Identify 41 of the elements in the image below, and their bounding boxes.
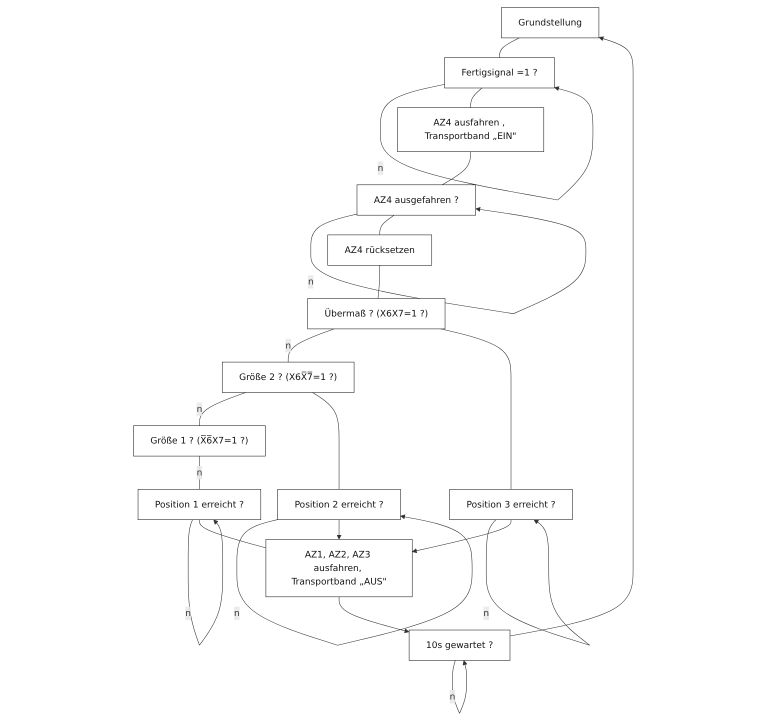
node-box: Position 3 erreicht ?: [450, 488, 573, 520]
node-box: AZ4 rücksetzen: [328, 234, 432, 266]
connector: [312, 392, 340, 490]
connector: [499, 37, 520, 58]
edge-label: n: [484, 607, 490, 618]
arrow: [380, 84, 594, 200]
connector: [470, 87, 482, 108]
node-box: Übermaß ? (X6X7=1 ?): [308, 298, 446, 329]
arrow: [236, 514, 473, 646]
node-box: Größe 2 ? (X6X̅7̅=1 ?): [222, 361, 355, 392]
edge-label: n: [378, 162, 384, 173]
edge-label: n: [308, 276, 314, 286]
connector: [199, 392, 246, 426]
connector: [442, 150, 472, 185]
connector: [380, 214, 395, 235]
node-box: AZ1, AZ2, AZ3 ausfahren, Transportband „AUS": [266, 538, 413, 597]
edge-label: n: [286, 339, 292, 350]
connector: [378, 264, 380, 298]
arrow: [486, 518, 590, 645]
edge-label: n: [196, 466, 202, 478]
edge-label: n: [196, 402, 202, 414]
connector: [199, 455, 200, 490]
node-box: AZ4 ausgefahren ?: [356, 184, 476, 215]
node-box: Position 1 erreicht ?: [138, 488, 262, 520]
node-box: AZ4 ausfahren , Transportband „EIN": [397, 106, 544, 152]
arrow: [188, 518, 224, 645]
arrow: [310, 206, 586, 314]
arrow: [510, 36, 634, 636]
node-box: Position 2 erreicht ?: [278, 488, 401, 520]
edge-label: n: [186, 607, 192, 618]
arrow: [412, 518, 512, 553]
arrow: [336, 518, 342, 540]
node-box: Grundstellung: [501, 6, 600, 38]
node-box: 10s gewartet ?: [409, 629, 510, 660]
arrow: [338, 596, 410, 633]
node-box: Größe 1 ? (X̅6̅X7=1 ?): [133, 424, 266, 456]
edge-label: n: [450, 690, 456, 702]
connector: [440, 328, 512, 490]
edge-label: n: [234, 607, 240, 618]
connector: [288, 328, 335, 362]
node-box: Fertigsignal =1 ?: [444, 56, 555, 88]
